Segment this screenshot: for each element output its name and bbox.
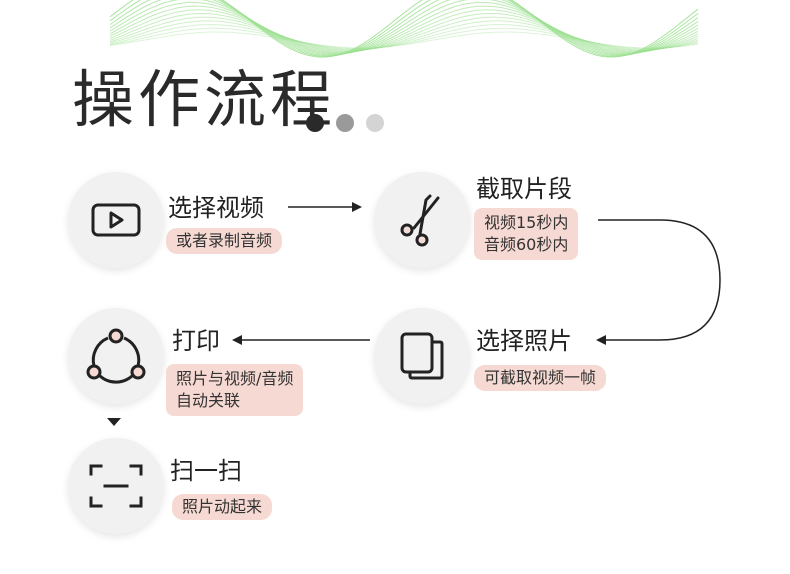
step5-title: 扫一扫 xyxy=(170,456,242,486)
dot-dark xyxy=(306,114,324,132)
curve-step2-to-step3 xyxy=(598,220,720,340)
step2-tag: 视频15秒内 音频60秒内 xyxy=(474,208,578,260)
arrowhead-step4 xyxy=(232,335,242,345)
step1-icon-circle xyxy=(68,172,164,268)
step1-tag: 或者录制音频 xyxy=(166,228,282,254)
dot-mid xyxy=(336,114,354,132)
page-title: 操作流程 xyxy=(72,62,336,138)
dot-light xyxy=(366,114,384,132)
photos-icon xyxy=(396,328,448,384)
share-nodes-icon xyxy=(84,326,148,386)
step4-title: 打印 xyxy=(172,326,220,356)
step1-title: 选择视频 xyxy=(168,193,264,223)
arrowhead-step2 xyxy=(352,202,362,212)
step4-icon-circle xyxy=(68,308,164,404)
step2-title: 截取片段 xyxy=(476,174,572,204)
arrowhead-step3 xyxy=(596,335,606,345)
step4-tag: 照片与视频/音频 自动关联 xyxy=(166,364,303,416)
play-video-icon xyxy=(90,200,142,240)
scissors-icon xyxy=(392,190,452,250)
step3-icon-circle xyxy=(374,308,470,404)
step2-icon-circle xyxy=(374,172,470,268)
step5-icon-circle xyxy=(68,438,164,534)
step5-tag: 照片动起来 xyxy=(172,494,272,520)
scan-icon xyxy=(87,462,145,510)
step3-tag: 可截取视频一帧 xyxy=(474,365,606,391)
step3-title: 选择照片 xyxy=(476,326,572,356)
arrowhead-step5 xyxy=(107,418,121,426)
